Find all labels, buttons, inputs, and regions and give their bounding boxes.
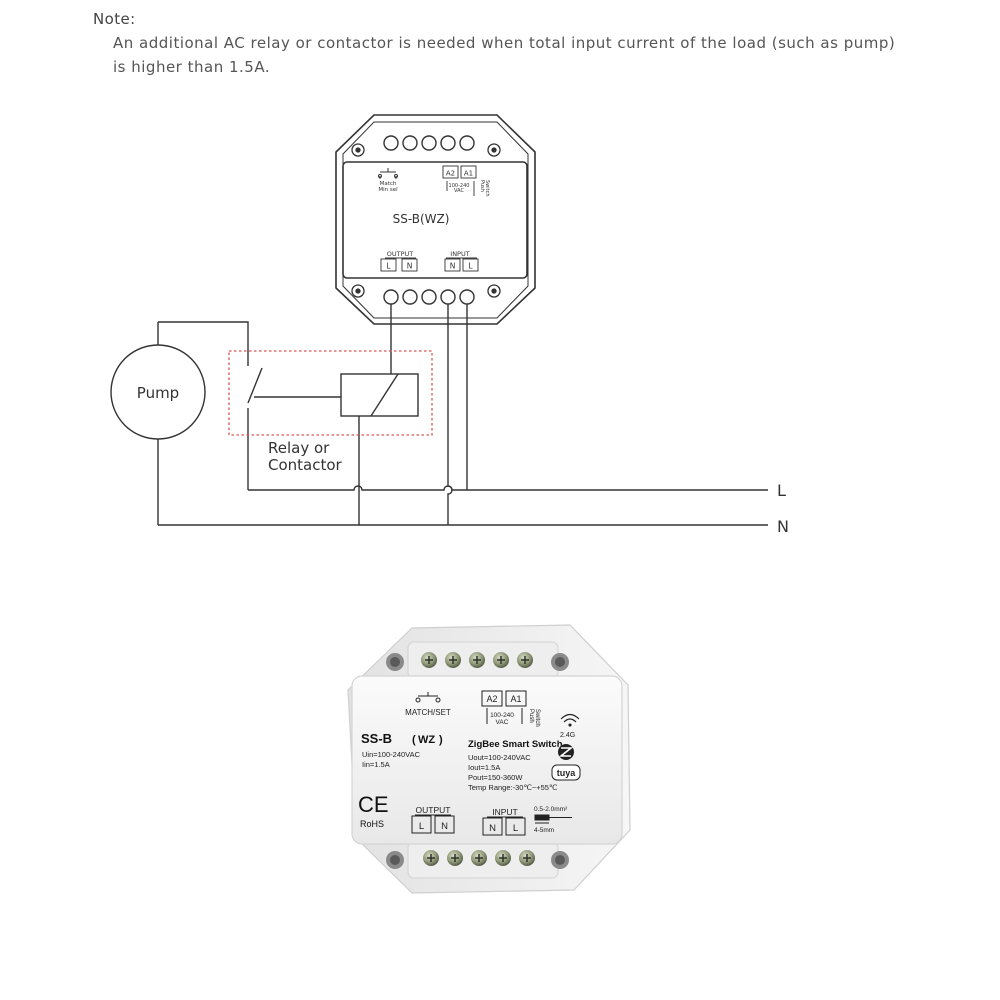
device-bottom-screws (423, 850, 535, 866)
push-label: Push (479, 180, 485, 192)
wire-strip-icon (534, 814, 572, 824)
relay-label-2: Contactor (268, 456, 343, 474)
zigbee-icon-mark (558, 747, 574, 757)
device-pout: Pout=150-360W (468, 773, 523, 782)
l-line-label: L (777, 481, 786, 500)
ce-mark: CE (358, 792, 389, 817)
rohs-mark: RoHS (360, 819, 384, 829)
device-top-screws (421, 652, 533, 668)
device-a2-a1-boxes (481, 690, 527, 724)
tuya-logo-text: tuya (557, 768, 577, 778)
relay-label-1: Relay or (268, 439, 330, 457)
relay-boundary (228, 350, 433, 436)
output-l-label: L (386, 262, 391, 271)
a2-label: A2 (446, 170, 455, 178)
match-label: Match (380, 181, 397, 187)
note-line-2: is higher than 1.5A. (113, 58, 271, 76)
device-model-suffix-close: ) (439, 734, 443, 746)
device-match-set-label: MATCH/SET (405, 708, 451, 717)
device-output-l: L (419, 821, 424, 832)
device-input-n: N (489, 823, 496, 834)
device-frequency: 2.4G (560, 732, 575, 739)
device-model: SS-B (361, 731, 392, 746)
device-photo (347, 624, 631, 894)
wireless-icon (560, 713, 580, 727)
pump-symbol (110, 344, 206, 440)
input-l-label: L (468, 262, 473, 271)
device-terminal-boxes (411, 814, 526, 836)
min-sel-label: Min sel (378, 187, 398, 193)
device-vac-range: 100-240 (490, 712, 514, 719)
device-iout: Iout=1.5A (468, 763, 500, 772)
a2-a1-boxes (442, 165, 477, 196)
vac-label: VAC (454, 188, 464, 194)
device-push: Push (528, 709, 534, 723)
device-title: ZigBee Smart Switch (468, 739, 563, 750)
input-label: INPUT (450, 250, 469, 258)
note-heading: Note: (93, 10, 136, 28)
device-strip-length: 4-5mm (534, 827, 554, 834)
wires (157, 304, 768, 526)
device-a1-label: A1 (510, 694, 521, 704)
device-model-suffix: WZ (418, 734, 435, 746)
device-switch: Switch (534, 709, 540, 727)
device-vac: VAC (496, 719, 509, 726)
n-line-label: N (777, 517, 789, 536)
device-temp: Temp Range:-30℃~+55℃ (468, 783, 558, 792)
output-input-boxes (380, 257, 479, 272)
device-model-label: SS-B(WZ) (393, 212, 450, 226)
switch-label: Switch (484, 180, 490, 197)
top-terminals (383, 135, 475, 151)
device-wire-gauge: 0.5-2.0mm² (534, 806, 568, 813)
device-model-suffix-open: ( (412, 734, 416, 746)
vac-range-label: 100-240 (449, 183, 470, 189)
device-output-label: OUTPUT (416, 805, 451, 815)
pump-label: Pump (137, 384, 179, 402)
module-outline (335, 114, 536, 325)
device-uout: Uout=100-240VAC (468, 753, 531, 762)
mounting-holes (351, 143, 501, 298)
input-n-label: N (450, 262, 456, 271)
note-line-1: An additional AC relay or contactor is n… (113, 34, 896, 52)
device-match-symbol (415, 692, 441, 703)
output-label: OUTPUT (387, 250, 414, 258)
device-input-label: INPUT (492, 807, 518, 817)
device-a2-label: A2 (486, 694, 497, 704)
device-uin: Uin=100-240VAC (362, 750, 421, 759)
bottom-terminals (383, 289, 475, 305)
tuya-logo (551, 764, 581, 781)
match-button-symbol (378, 168, 398, 179)
device-iin: Iin=1.5A (362, 760, 390, 769)
device-output-n: N (441, 821, 448, 832)
a1-label: A1 (464, 170, 473, 178)
output-n-label: N (407, 262, 413, 271)
device-input-l: L (513, 823, 518, 834)
